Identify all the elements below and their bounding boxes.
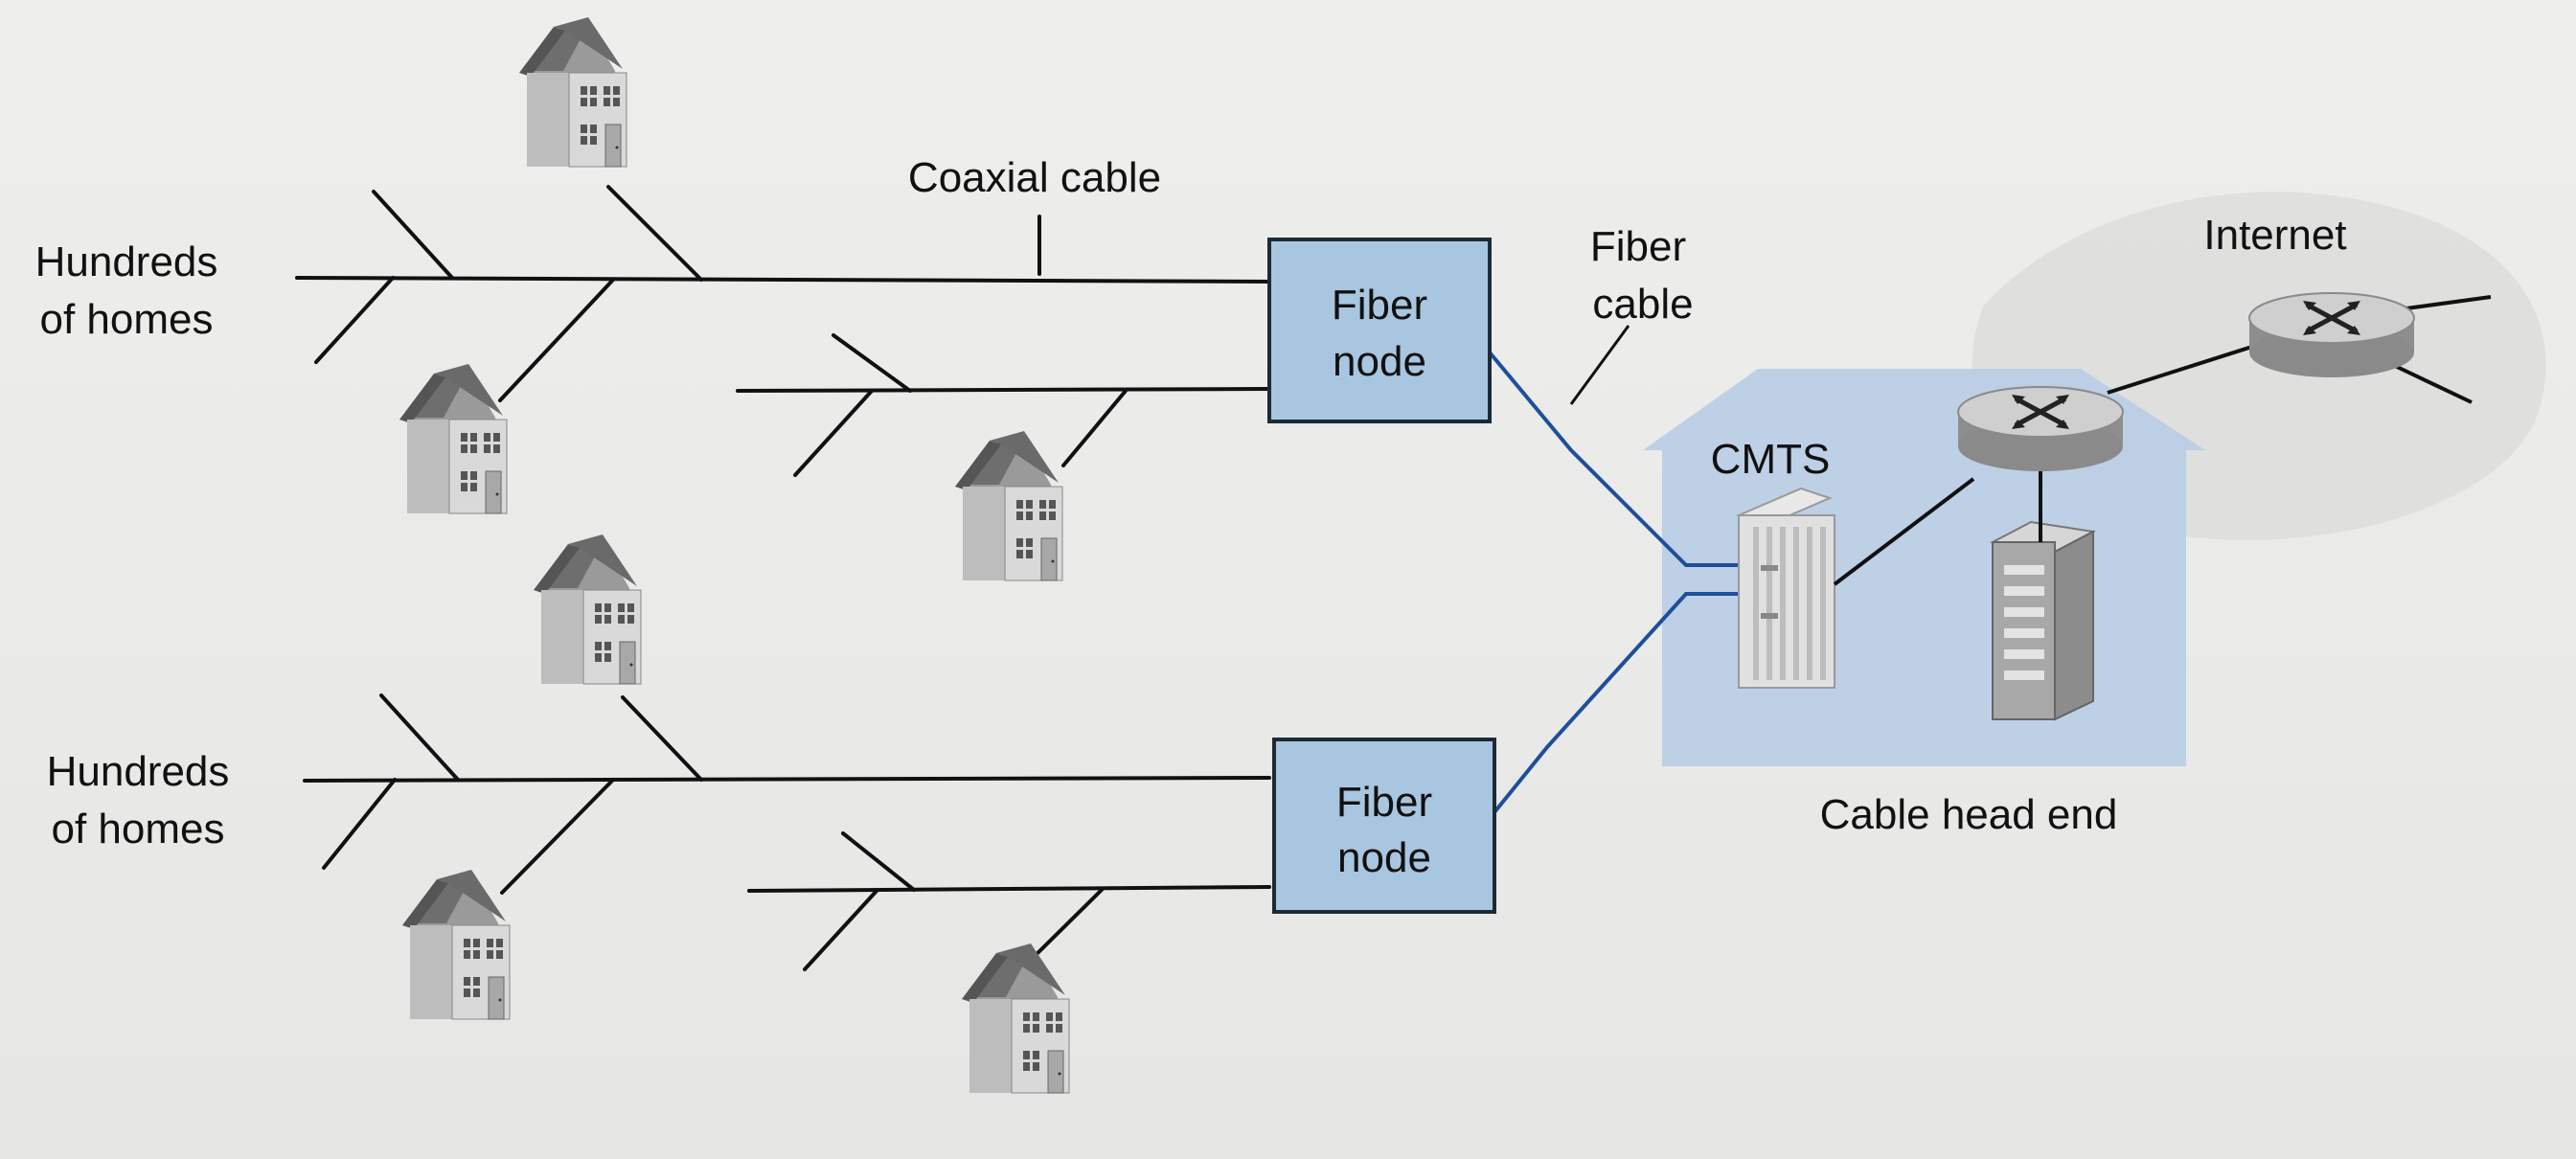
top-coax-network	[295, 185, 1271, 477]
fiber-node-bottom	[1272, 738, 1496, 914]
homes-bottom-label-1: Hundreds	[47, 748, 230, 795]
cmts-icon	[1736, 487, 1835, 689]
fiber-cable-label-2: cable	[1592, 281, 1693, 328]
house-icon	[533, 534, 642, 685]
server-icon	[1989, 520, 2097, 721]
fiber-node-bottom-label-1: Fiber	[1336, 779, 1432, 826]
house-icon	[401, 869, 511, 1020]
head-end-label: Cable head end	[1820, 791, 2118, 838]
house-icon	[954, 430, 1063, 581]
coaxial-cable-label: Coaxial cable	[908, 154, 1161, 201]
homes-bottom-label-2: of homes	[52, 806, 225, 852]
internet-label: Internet	[2203, 212, 2346, 259]
house-icon	[399, 363, 508, 514]
house-icon	[518, 16, 627, 168]
cmts-label: CMTS	[1711, 436, 1831, 483]
fiber-node-top-label-1: Fiber	[1332, 282, 1427, 329]
fiber-node-top-label-2: node	[1333, 338, 1426, 385]
router-icon	[1958, 387, 2123, 471]
fiber-node-bottom-label-2: node	[1337, 834, 1431, 881]
router-icon	[2249, 293, 2414, 377]
fiber-cable-label-1: Fiber	[1590, 223, 1686, 270]
bottom-coax-network	[303, 693, 1271, 971]
fiber-node-top	[1267, 238, 1492, 423]
homes-top-label-2: of homes	[40, 296, 214, 343]
fiber-cable-leader	[1569, 325, 1630, 405]
house-icon	[961, 943, 1070, 1094]
homes-top-label-1: Hundreds	[35, 239, 218, 285]
fiber-cables	[1488, 351, 1739, 814]
